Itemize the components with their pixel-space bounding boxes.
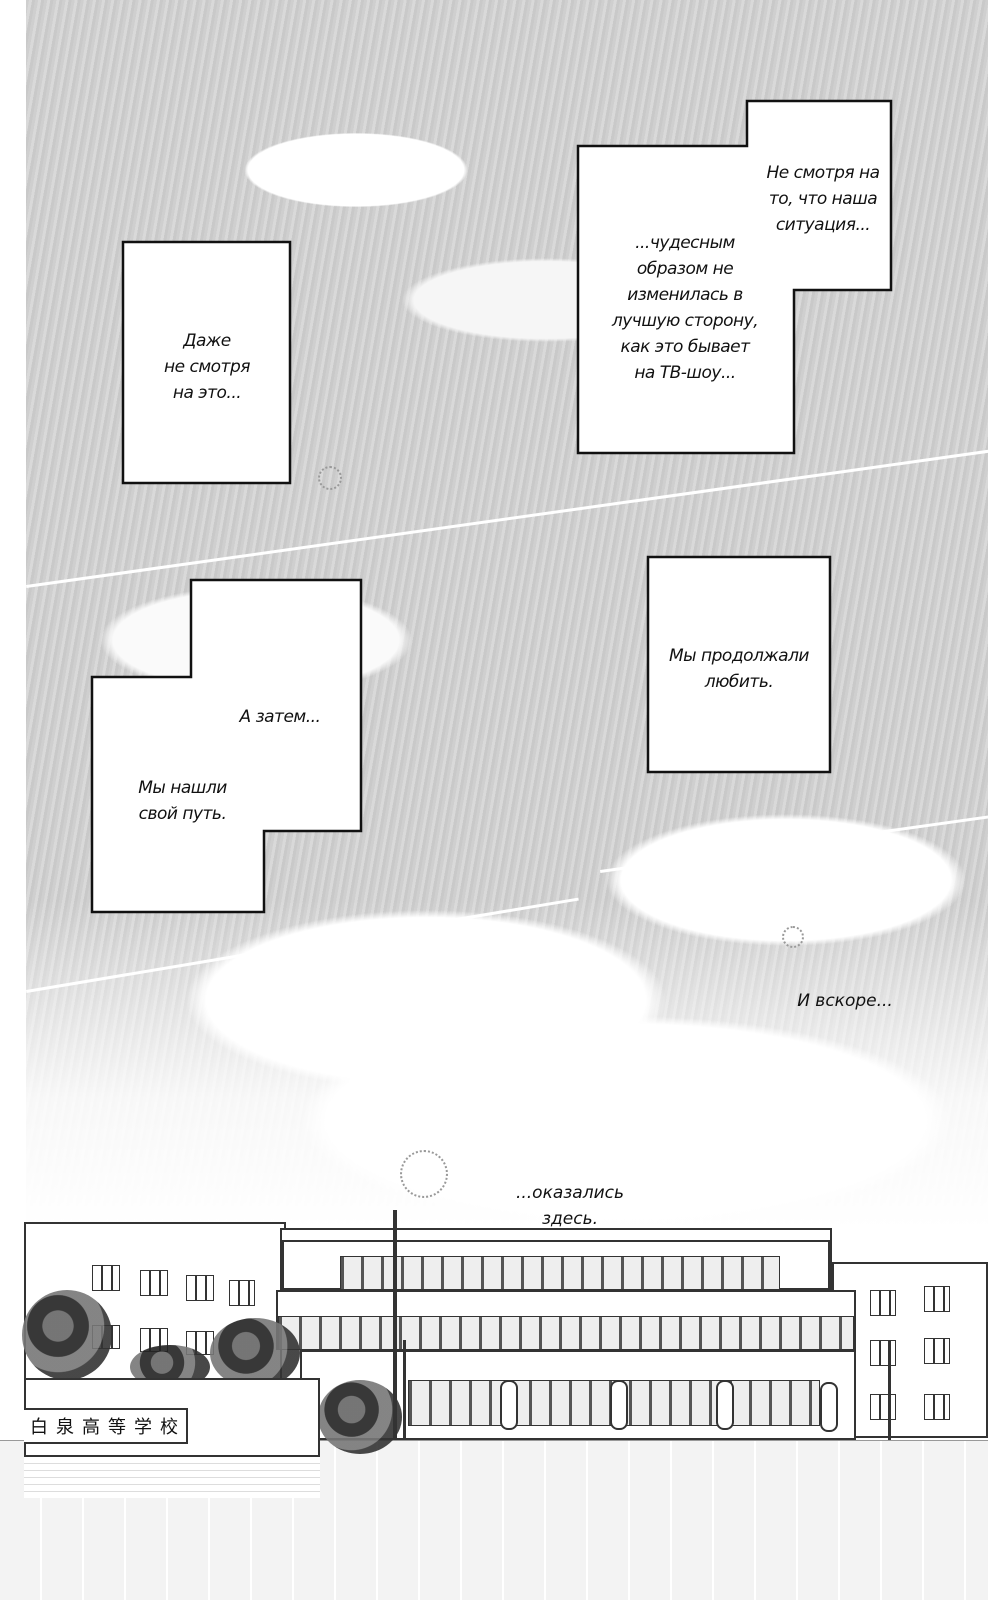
pillar bbox=[500, 1380, 518, 1430]
narration-soon: И вскоре... bbox=[797, 991, 893, 1011]
window bbox=[870, 1340, 896, 1366]
lens-flare-2 bbox=[400, 1150, 448, 1198]
gate-base bbox=[24, 1455, 320, 1498]
middle-windows bbox=[278, 1316, 854, 1350]
window bbox=[870, 1394, 896, 1420]
narration-here: ...оказались здесь. bbox=[515, 1183, 625, 1229]
window bbox=[924, 1338, 950, 1364]
window bbox=[140, 1270, 168, 1296]
tree-left-3 bbox=[210, 1318, 300, 1388]
pillar bbox=[610, 1380, 628, 1430]
sky-haze bbox=[26, 900, 988, 1230]
shrub-center bbox=[318, 1380, 402, 1454]
caption-box-3-bottom-text: Мы нашли свой путь. bbox=[138, 778, 227, 824]
lens-flare-1 bbox=[318, 466, 342, 490]
caption-box-2-top-text: Не смотря на то, что наша ситуация... bbox=[766, 163, 880, 235]
caption-box-1-text: Даже не смотря на это... bbox=[164, 331, 250, 403]
school-nameplate: 白泉高等学校 bbox=[24, 1408, 188, 1444]
lamp-post-right bbox=[888, 1340, 891, 1440]
window bbox=[870, 1290, 896, 1316]
lens-flare-3 bbox=[782, 926, 804, 948]
window bbox=[924, 1286, 950, 1312]
caption-box-2-bottom-text: ...чудесным образом не изменилась в лучш… bbox=[611, 233, 759, 383]
caption-box-3-top-text: А затем... bbox=[239, 707, 321, 727]
window bbox=[924, 1394, 950, 1420]
pillar bbox=[820, 1382, 838, 1432]
tree-left-1 bbox=[22, 1290, 112, 1380]
pillar bbox=[716, 1380, 734, 1430]
window bbox=[92, 1265, 120, 1291]
lamp-post-left bbox=[403, 1340, 406, 1440]
upper-windows bbox=[340, 1256, 780, 1290]
caption-box-4-text: Мы продолжали любить. bbox=[669, 646, 809, 692]
window bbox=[186, 1275, 214, 1301]
flagpole bbox=[393, 1210, 397, 1440]
window bbox=[229, 1280, 255, 1306]
